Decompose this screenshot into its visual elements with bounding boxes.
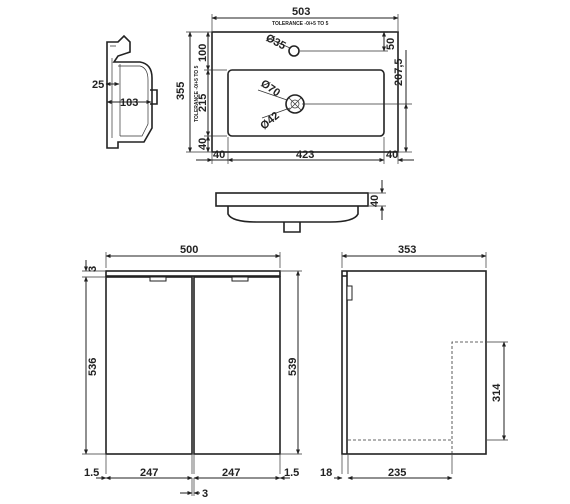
side-handle[interactable] — [346, 285, 353, 301]
tolerance-vertical: TOLERANCE -0/+5 TO 5 — [194, 65, 200, 122]
door-right[interactable] — [193, 276, 281, 455]
tap-hole — [288, 45, 300, 57]
basin-bowl — [227, 69, 385, 137]
basin-outline — [211, 31, 399, 153]
cabinet-height-536-label: 536 — [87, 358, 99, 376]
basin-side-section: 25 103 — [92, 34, 158, 149]
dim-100-label: 100 — [197, 44, 209, 62]
cabinet-side-elevation: 353 314 18 235 — [320, 244, 508, 480]
dim-103-label: 103 — [120, 97, 138, 109]
dim-235-label: 235 — [388, 467, 406, 479]
width-503-label: 503 — [292, 6, 310, 18]
door-width-247-right-label: 247 — [222, 467, 240, 479]
handle-left[interactable] — [149, 276, 167, 282]
cabinet-front-elevation: 500 3 536 539 1.5 247 247 1.5 3 — [82, 244, 302, 500]
basin-top-view: 503 TOLERANCE -0/+5 TO 5 355 TOLERANCE -… — [175, 6, 414, 164]
door-width-247-left-label: 247 — [140, 467, 158, 479]
edge-1-5-right-label: 1.5 — [284, 467, 299, 479]
dim-50-label: 50 — [385, 38, 397, 50]
basin-front-elevation: 40 — [215, 180, 386, 233]
dim-423-label: 423 — [296, 149, 314, 161]
cabinet-height-539-label: 539 — [287, 358, 299, 376]
depth-355-label: 355 — [175, 82, 187, 100]
dim-40-left-vertical-label: 40 — [197, 138, 209, 150]
overflow-diameter-label: Ø42 — [258, 110, 282, 133]
cabinet-depth-353-label: 353 — [398, 244, 416, 256]
dim-40-left-horizontal-label: 40 — [213, 149, 225, 161]
tolerance-horizontal: TOLERANCE -0/+5 TO 5 — [272, 21, 329, 27]
cabinet-width-500-label: 500 — [180, 244, 198, 256]
top-gap-3-label: 3 — [87, 266, 99, 272]
door-gap-3-label: 3 — [202, 488, 208, 500]
handle-right[interactable] — [231, 276, 249, 282]
waste-diameter-label: Ø70 — [258, 78, 282, 100]
dim-18-label: 18 — [320, 467, 332, 479]
door-left[interactable] — [105, 276, 193, 455]
dim-25-label: 25 — [92, 79, 104, 91]
edge-1-5-left-label: 1.5 — [84, 467, 99, 479]
dim-215-label: 215 — [197, 94, 209, 112]
tap-hole-diameter-label: Ø35 — [264, 32, 288, 52]
dim-314-label: 314 — [491, 383, 503, 402]
dim-40-right-horizontal-label: 40 — [386, 149, 398, 161]
cabinet-top — [105, 270, 281, 277]
dim-207-5-label: 207,5 — [393, 58, 405, 86]
basin-height-40-label: 40 — [369, 195, 381, 207]
cabinet-side-body — [341, 270, 487, 455]
